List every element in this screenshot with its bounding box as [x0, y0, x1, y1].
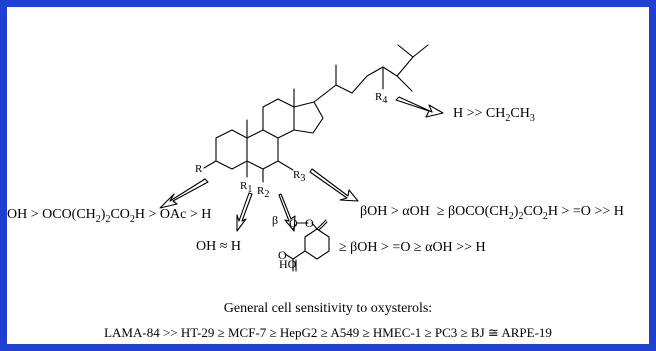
- arrow-r2: [278, 193, 296, 232]
- frag-bond-9: [284, 253, 294, 260]
- frag-o-1: O: [289, 216, 298, 230]
- side-chain: [313, 56, 414, 103]
- label-r3: R3: [293, 169, 306, 185]
- isopropyl-methyl-2: [397, 44, 414, 58]
- bond-r: [203, 160, 217, 169]
- frag-bond-6: [292, 250, 306, 260]
- isopropyl-methyl-3: [412, 44, 429, 58]
- ring-d: [293, 101, 324, 134]
- frag-bond-4: [316, 219, 327, 230]
- rule-r2: ≥ βOH > =O ≥ αOH >> H: [339, 240, 486, 255]
- rule-r2-prefix: β: [272, 213, 279, 227]
- frag-o-2: O: [305, 216, 314, 230]
- ring-a: [215, 129, 248, 170]
- rule-r: OH > OCO(CH2)2CO2H > OAc > H: [7, 207, 212, 225]
- label-r: R: [195, 163, 203, 175]
- ring-b: [246, 129, 279, 170]
- arrow-r4: [395, 96, 444, 118]
- arrow-r3: [309, 168, 359, 202]
- ring-c: [262, 98, 295, 139]
- frag-bond-1: [292, 222, 298, 230]
- frag-ho: HO: [279, 257, 297, 271]
- isopropyl-methyl: [396, 75, 413, 92]
- frag-benzene: [304, 228, 330, 260]
- frag-bond-3: [311, 222, 318, 230]
- label-r2: R2: [257, 185, 270, 201]
- arrow-r: [159, 178, 209, 209]
- label-r1: R1: [240, 180, 253, 196]
- arrow-r1: [236, 192, 253, 232]
- rule-r4: H >> CH2CH3: [453, 106, 535, 124]
- label-r4: R4: [375, 91, 388, 107]
- rule-r3: βOH > αOH ≥ βOCO(CH2)2CO2H > =O >> H: [360, 204, 624, 222]
- frag-bond-5: [318, 221, 328, 231]
- bond-r3: [277, 160, 294, 171]
- footer-ranking: LAMA-84 >> HT-29 ≥ MCF-7 ≥ HepG2 ≥ A549 …: [104, 325, 552, 340]
- sar-diagram: [159, 44, 444, 272]
- footer-title: General cell sensitivity to oxysterols:: [223, 301, 433, 316]
- rule-r1: OH ≈ H: [196, 239, 242, 254]
- frag-o-3: O: [278, 248, 287, 262]
